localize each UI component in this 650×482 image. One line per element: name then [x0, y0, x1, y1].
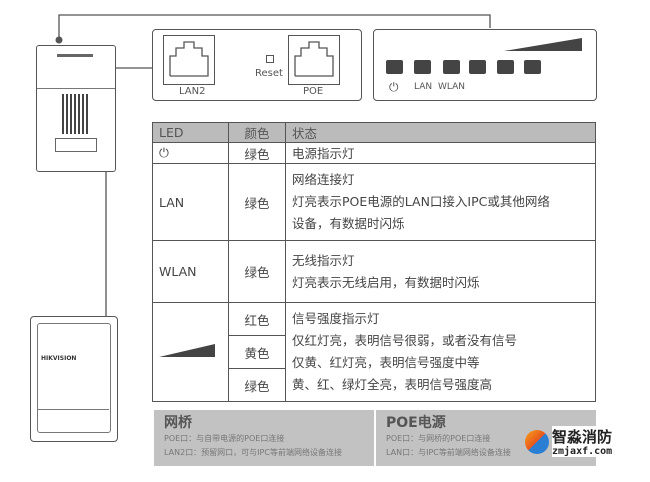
- table-row: 绿色: [153, 368, 596, 402]
- led-cell: WLAN: [152, 240, 229, 303]
- color-cell: 绿色: [228, 142, 286, 164]
- status-cell: 信号强度指示灯 仅红灯亮，表明信号很弱，或者没有信号 仅黄、红灯亮，表明信号强度…: [285, 302, 596, 402]
- status-line: 电源指示灯: [292, 145, 355, 161]
- status-line: 无线指示灯: [292, 252, 355, 268]
- lan2-port: [163, 35, 215, 85]
- reset-label: Reset: [255, 68, 283, 79]
- color-cell: 黄色: [228, 335, 286, 369]
- signal-strength-icon: [504, 38, 582, 51]
- led-signal-2: [497, 60, 514, 74]
- status-line: 仅黄、红灯亮，表明信号强度中等: [292, 355, 480, 370]
- status-line: 设备，有数据时闪烁: [292, 216, 405, 231]
- port-panel: LAN2 Reset POE: [152, 29, 362, 101]
- reset-button[interactable]: [266, 55, 274, 63]
- led-wlan: [443, 60, 460, 74]
- brand-label: HIKVISION: [41, 355, 77, 362]
- watermark-url: zmjaxf.com: [552, 446, 613, 457]
- vent-grille: [62, 94, 88, 134]
- status-line: 仅红灯亮，表明信号很弱，或者没有信号: [292, 333, 518, 348]
- bridge-line: LAN2口：预留网口，可与IPC等前端网络设备连接: [164, 448, 342, 457]
- table-row: ⏻ 绿色 电源指示灯: [152, 142, 596, 164]
- poe-title: POE电源: [386, 415, 446, 431]
- bridge-line: POE口：与自带电源的POE口连接: [164, 434, 285, 443]
- status-line: 信号强度指示灯: [292, 311, 380, 326]
- bridge-info: 网桥 POE口：与自带电源的POE口连接 LAN2口：预留网口，可与IPC等前端…: [154, 410, 374, 466]
- table-row: WLAN 绿色 无线指示灯 灯亮表示无线启用，有数据时闪烁: [152, 240, 596, 303]
- led-power: [386, 60, 403, 74]
- wlan-led-label: WLAN: [438, 82, 466, 92]
- lan-led-label: LAN: [414, 82, 433, 92]
- poe-line: POE口：与网桥的POE口连接: [386, 434, 491, 443]
- power-icon: ⏻: [152, 142, 229, 164]
- color-cell: 绿色: [228, 240, 286, 303]
- led-lan: [414, 60, 431, 74]
- lan2-label: LAN2: [179, 86, 206, 97]
- led-signal-1: [469, 60, 486, 74]
- status-cell: 网络连接灯 灯亮表示POE电源的LAN口接入IPC或其他网络 设备，有数据时闪烁: [285, 163, 596, 241]
- status-line: 灯亮表示无线启用，有数据时闪烁: [292, 274, 480, 290]
- table-row: LAN 绿色 网络连接灯 灯亮表示POE电源的LAN口接入IPC或其他网络 设备…: [152, 163, 596, 241]
- bridge-title: 网桥: [164, 415, 192, 431]
- poe-line: LAN口：与IPC等前端网络设备连接: [386, 448, 511, 457]
- color-cell: 红色: [228, 302, 286, 336]
- header-led: LED: [152, 122, 229, 143]
- poe-power-device: HIKVISION: [30, 316, 118, 442]
- led-signal-3: [524, 60, 541, 74]
- status-line: 网络连接灯: [292, 172, 355, 187]
- header-status: 状态: [285, 122, 596, 143]
- led-panel: ⏻ LAN WLAN: [373, 29, 597, 101]
- watermark-logo: [525, 430, 549, 454]
- bridge-device: [36, 45, 116, 172]
- table-row: 红色 信号强度指示灯 仅红灯亮，表明信号很弱，或者没有信号 仅黄、红灯亮，表明信…: [152, 302, 596, 402]
- color-cell: 绿色: [228, 163, 286, 241]
- status-line: 黄、红、绿灯全亮，表明信号强度高: [292, 377, 493, 392]
- status-cell: 无线指示灯 灯亮表示无线启用，有数据时闪烁: [285, 240, 596, 303]
- signal-strength-icon: [152, 302, 229, 402]
- led-status-table: LED 颜色 状态 ⏻ 绿色 电源指示灯 LAN 绿色 网络连接灯 灯亮表示PO…: [152, 122, 596, 402]
- poe-port: [288, 35, 340, 85]
- poe-label: POE: [303, 86, 324, 97]
- color-cell: 绿色: [228, 368, 286, 402]
- watermark-name: 智淼消防: [552, 426, 613, 447]
- header-color: 颜色: [228, 122, 286, 143]
- status-line: 灯亮表示POE电源的LAN口接入IPC或其他网络: [292, 194, 550, 209]
- power-icon: ⏻: [389, 80, 399, 94]
- table-header: LED 颜色 状态: [152, 122, 596, 143]
- led-cell: LAN: [152, 163, 229, 241]
- status-cell: 电源指示灯: [285, 142, 596, 164]
